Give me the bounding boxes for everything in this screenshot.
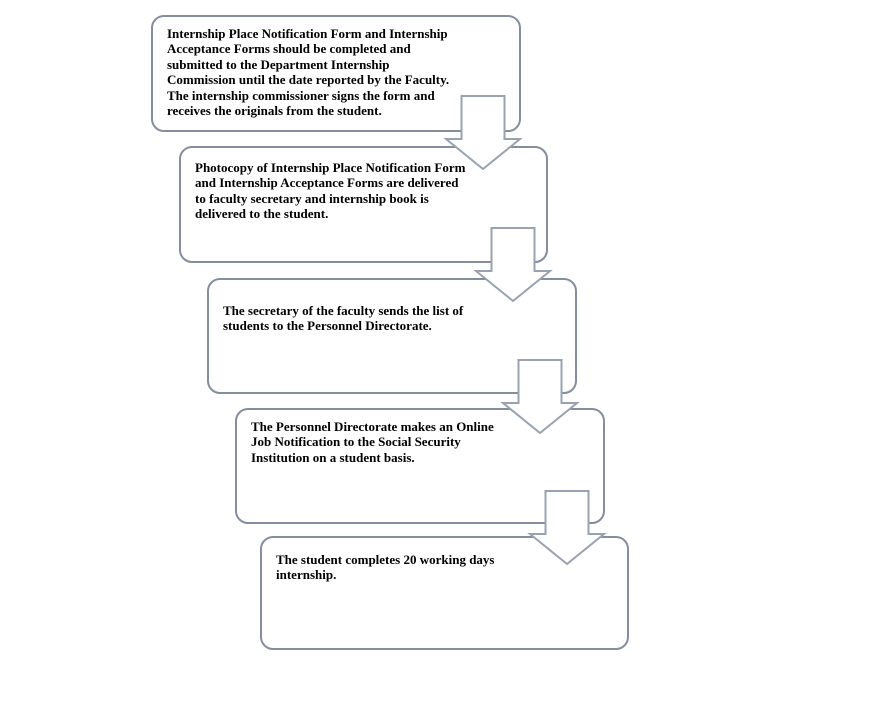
flow-step-1: Internship Place Notification Form and I… xyxy=(151,15,521,132)
flow-step-3-text: The secretary of the faculty sends the l… xyxy=(223,303,464,334)
flow-step-2: Photocopy of Internship Place Notificati… xyxy=(179,146,548,263)
flow-step-4-text: The Personnel Directorate makes an Onlin… xyxy=(251,419,494,465)
flow-step-1-text: Internship Place Notification Form and I… xyxy=(167,26,450,119)
down-block-arrow-icon xyxy=(473,227,553,303)
down-block-arrow-icon xyxy=(527,490,607,566)
flow-step-2-text: Photocopy of Internship Place Notificati… xyxy=(195,160,466,222)
down-block-arrow-icon xyxy=(500,359,580,435)
flow-step-5-text: The student completes 20 working days in… xyxy=(276,552,495,583)
down-block-arrow-icon xyxy=(443,95,523,171)
